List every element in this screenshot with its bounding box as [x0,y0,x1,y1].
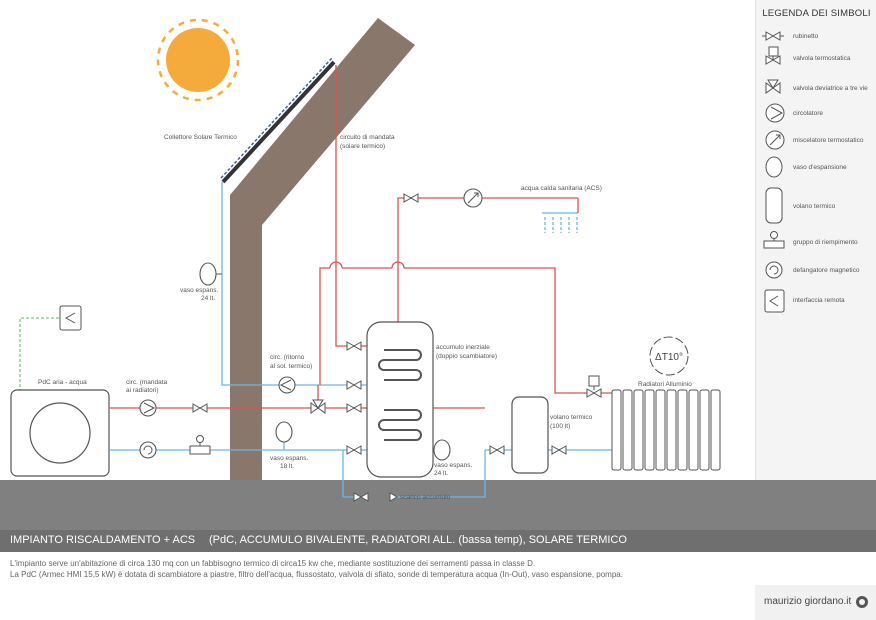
ground [0,480,876,530]
legend-label-magnetic-degasser: defangatore magnetico [793,267,860,274]
label-drain: scarico accumulo [400,494,451,501]
radiator [611,389,721,471]
thermostatic-valve [586,375,602,398]
circulator-radiators [139,399,157,417]
label-tank-1: accumulo inerziale [436,344,490,351]
signature: maurizio giordano.it [764,596,852,607]
diagram-subtitle: (PdC, ACCUMULO BIVALENTE, RADIATORI ALL.… [209,534,627,546]
label-buffer-2: (100 lt) [550,423,570,430]
label-tank-2: (doppio scambiatore) [436,353,497,360]
signature-area [755,585,876,620]
drain-valve [389,492,399,502]
label-buffer-1: volano termico [550,414,593,421]
thermostatic-valve-legend-icon [765,46,781,65]
expansion-vessel-tank [433,439,451,461]
solar-collector [220,57,336,184]
heat-pump-unit [10,389,110,477]
legend-label-buffer-tank: volano termico [793,203,836,210]
thermostatic-mixer-legend-icon [765,130,785,150]
storage-tank [366,321,434,478]
legend-label-three-way-valve: valvola deviatrice a tre vie [793,85,868,92]
description-line-1: L'impianto serve un'abitazione di circa … [10,559,536,568]
circulator-legend-icon [765,103,785,123]
legend-label-thermostatic-mixer: miscelatore termostatico [793,137,864,144]
label-radiator-pump-2: ai radiatori) [126,387,159,394]
label-heat-pump: PdC aria - acqua [38,379,87,386]
label-vessel-hp-2: 18 lt. [280,463,294,470]
filling-group [189,435,211,455]
label-solar-circuit-2: (solare termico) [340,143,385,150]
label-vessel-tank-2: 24 lt. [434,470,448,477]
label-dhw: acqua calda sanitaria (ACS) [521,185,602,192]
remote-link [19,317,60,392]
legend-label-expansion-vessel: vaso d'espansione [793,164,847,171]
label-radiator-pump-1: circ. (mandata [126,379,168,386]
delta-t-badge: ΔT10° [649,336,689,376]
diagram-title: IMPIANTO RISCALDAMENTO + ACS [10,534,196,546]
label-solar-collector: Collettore Solare Termico [164,134,237,141]
label-radiators: Radiatori Alluminio [638,381,692,388]
legend-label-filling-group: gruppo di riempimento [793,239,858,246]
signature-logo-icon [856,596,868,608]
hot-pipes [110,65,612,409]
legend-label-remote-interface: interfaccia remota [793,297,845,304]
label-vessel-solar-2: 24 lt. [201,295,215,302]
description-line-2: La PdC (Armec HMI 15,5 kW) è dotata di s… [10,570,623,579]
expansion-vessel-legend-icon [765,156,783,178]
legend-label-circulator: circolatore [793,110,823,117]
cold-pipes [110,182,612,498]
label-vessel-solar-1: vaso espans. [180,287,218,294]
magnetic-degasser-legend-icon [765,261,783,279]
label-solar-pump-1: circ. (ritorno [270,354,305,361]
label-solar-pump-2: al sol. termico) [270,363,312,370]
filling-group-legend-icon [763,231,785,249]
tap-icon [192,193,567,502]
circulator-solar-return [278,376,296,394]
buffer-tank [511,396,549,474]
roof [230,18,415,480]
delta-t-label: ΔT10° [655,352,683,363]
remote-interface [59,305,82,331]
thermostatic-mixer [463,188,483,208]
sun-icon [156,18,240,102]
legend-title: LEGENDA DEI SIMBOLI [762,8,871,19]
remote-interface-legend-icon [764,289,785,313]
expansion-vessel-heatpump [275,421,293,443]
legend-icons [762,31,785,313]
label-vessel-tank-1: vaso espans. [434,462,472,469]
magnetic-degasser [139,441,157,459]
legend-label-tap: rubinetto [793,33,819,40]
tap-legend-icon [762,31,784,41]
expansion-vessel-solar [199,262,217,286]
buffer-tank-legend-icon [765,187,783,224]
label-vessel-hp-1: vaso espans. [270,455,308,462]
three-way-valve-legend-icon [765,79,781,94]
label-solar-circuit-1: circuito di mandata [340,134,395,141]
title-bar [0,530,876,552]
three-way-valve [310,399,326,414]
legend-label-thermostatic-valve: valvola termostatica [793,55,851,62]
